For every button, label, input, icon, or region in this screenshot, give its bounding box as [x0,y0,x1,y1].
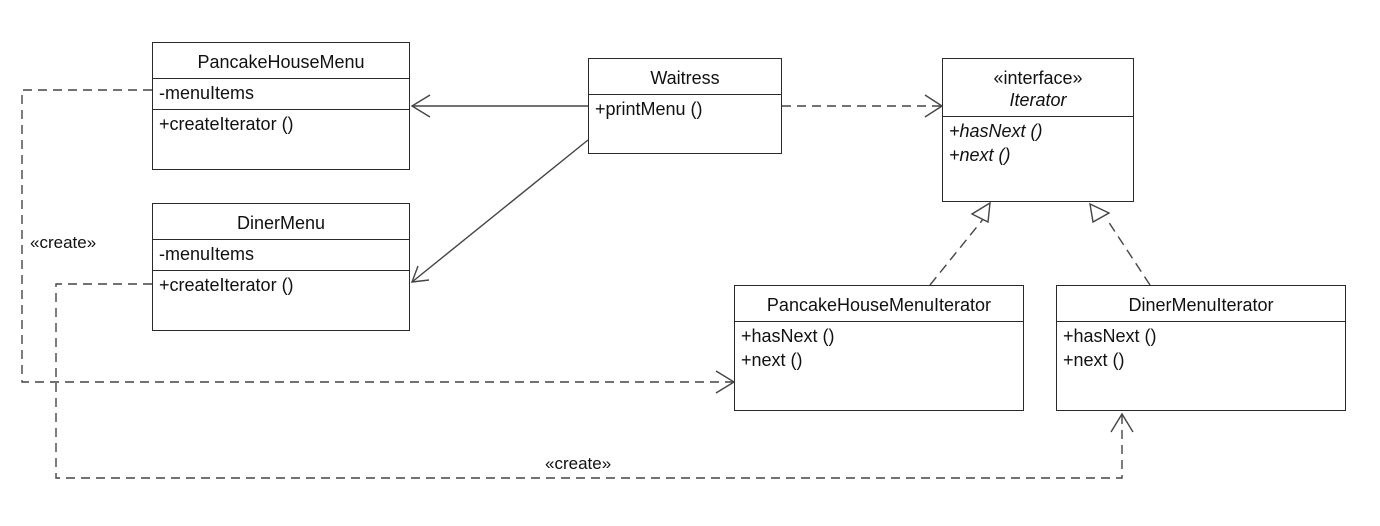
class-pancake-house-menu: PancakeHouseMenu -menuItems +createItera… [152,42,410,170]
diner-create-arrowhead [1110,412,1134,433]
class-pancake-house-menu-iterator: PancakeHouseMenuIterator +hasNext () +ne… [734,285,1024,411]
pancake-create-dependency [21,89,734,383]
interface-iterator: «interface» Iterator +hasNext () +next (… [942,58,1134,202]
class-name: Waitress [589,59,781,95]
operations-compartment: +hasNext () +next () [1057,322,1345,376]
class-name: DinerMenuIterator [1057,286,1345,322]
operations-compartment: +printMenu () [589,95,781,125]
interface-name: Iterator [1009,90,1067,110]
stereotype: «interface» [993,68,1083,88]
diner-iterator-realization [1105,217,1151,286]
operations-compartment: +createIterator () [153,110,409,140]
operation: +next () [741,350,803,370]
create-label-left: «create» [30,233,97,252]
operations-compartment: +hasNext () +next () [735,322,1023,376]
operation: +printMenu () [595,99,703,119]
pancake-association-arrowhead [410,94,431,118]
class-name: DinerMenu [153,204,409,240]
realization-arrowhead-left [970,201,991,224]
operation: +next () [1063,350,1125,370]
realization-arrowhead-right [1089,202,1111,224]
class-diner-menu-iterator: DinerMenuIterator +hasNext () +next () [1056,285,1346,411]
class-name: PancakeHouseMenu [153,43,409,79]
operation: +hasNext () [949,121,1043,141]
operation: +next () [949,145,1011,165]
class-diner-menu: DinerMenu -menuItems +createIterator () [152,203,410,331]
operation: +createIterator () [159,275,294,295]
class-waitress: Waitress +printMenu () [588,58,782,154]
operations-compartment: +hasNext () +next () [943,117,1133,171]
class-name: PancakeHouseMenuIterator [735,286,1023,322]
waitress-diner-association [411,139,589,283]
operation: +hasNext () [741,326,835,346]
pancake-iterator-realization [929,217,985,286]
operation: +hasNext () [1063,326,1157,346]
create-label-bottom: «create» [545,454,612,473]
operation: +createIterator () [159,114,294,134]
attribute: -menuItems [159,244,255,264]
attribute: -menuItems [159,83,255,103]
diner-association-arrowhead [410,265,430,283]
interface-header: «interface» Iterator [943,59,1133,117]
operations-compartment: +createIterator () [153,271,409,301]
attributes-compartment: -menuItems [153,79,409,110]
attributes-compartment: -menuItems [153,240,409,271]
diner-create-dependency [55,283,1123,479]
